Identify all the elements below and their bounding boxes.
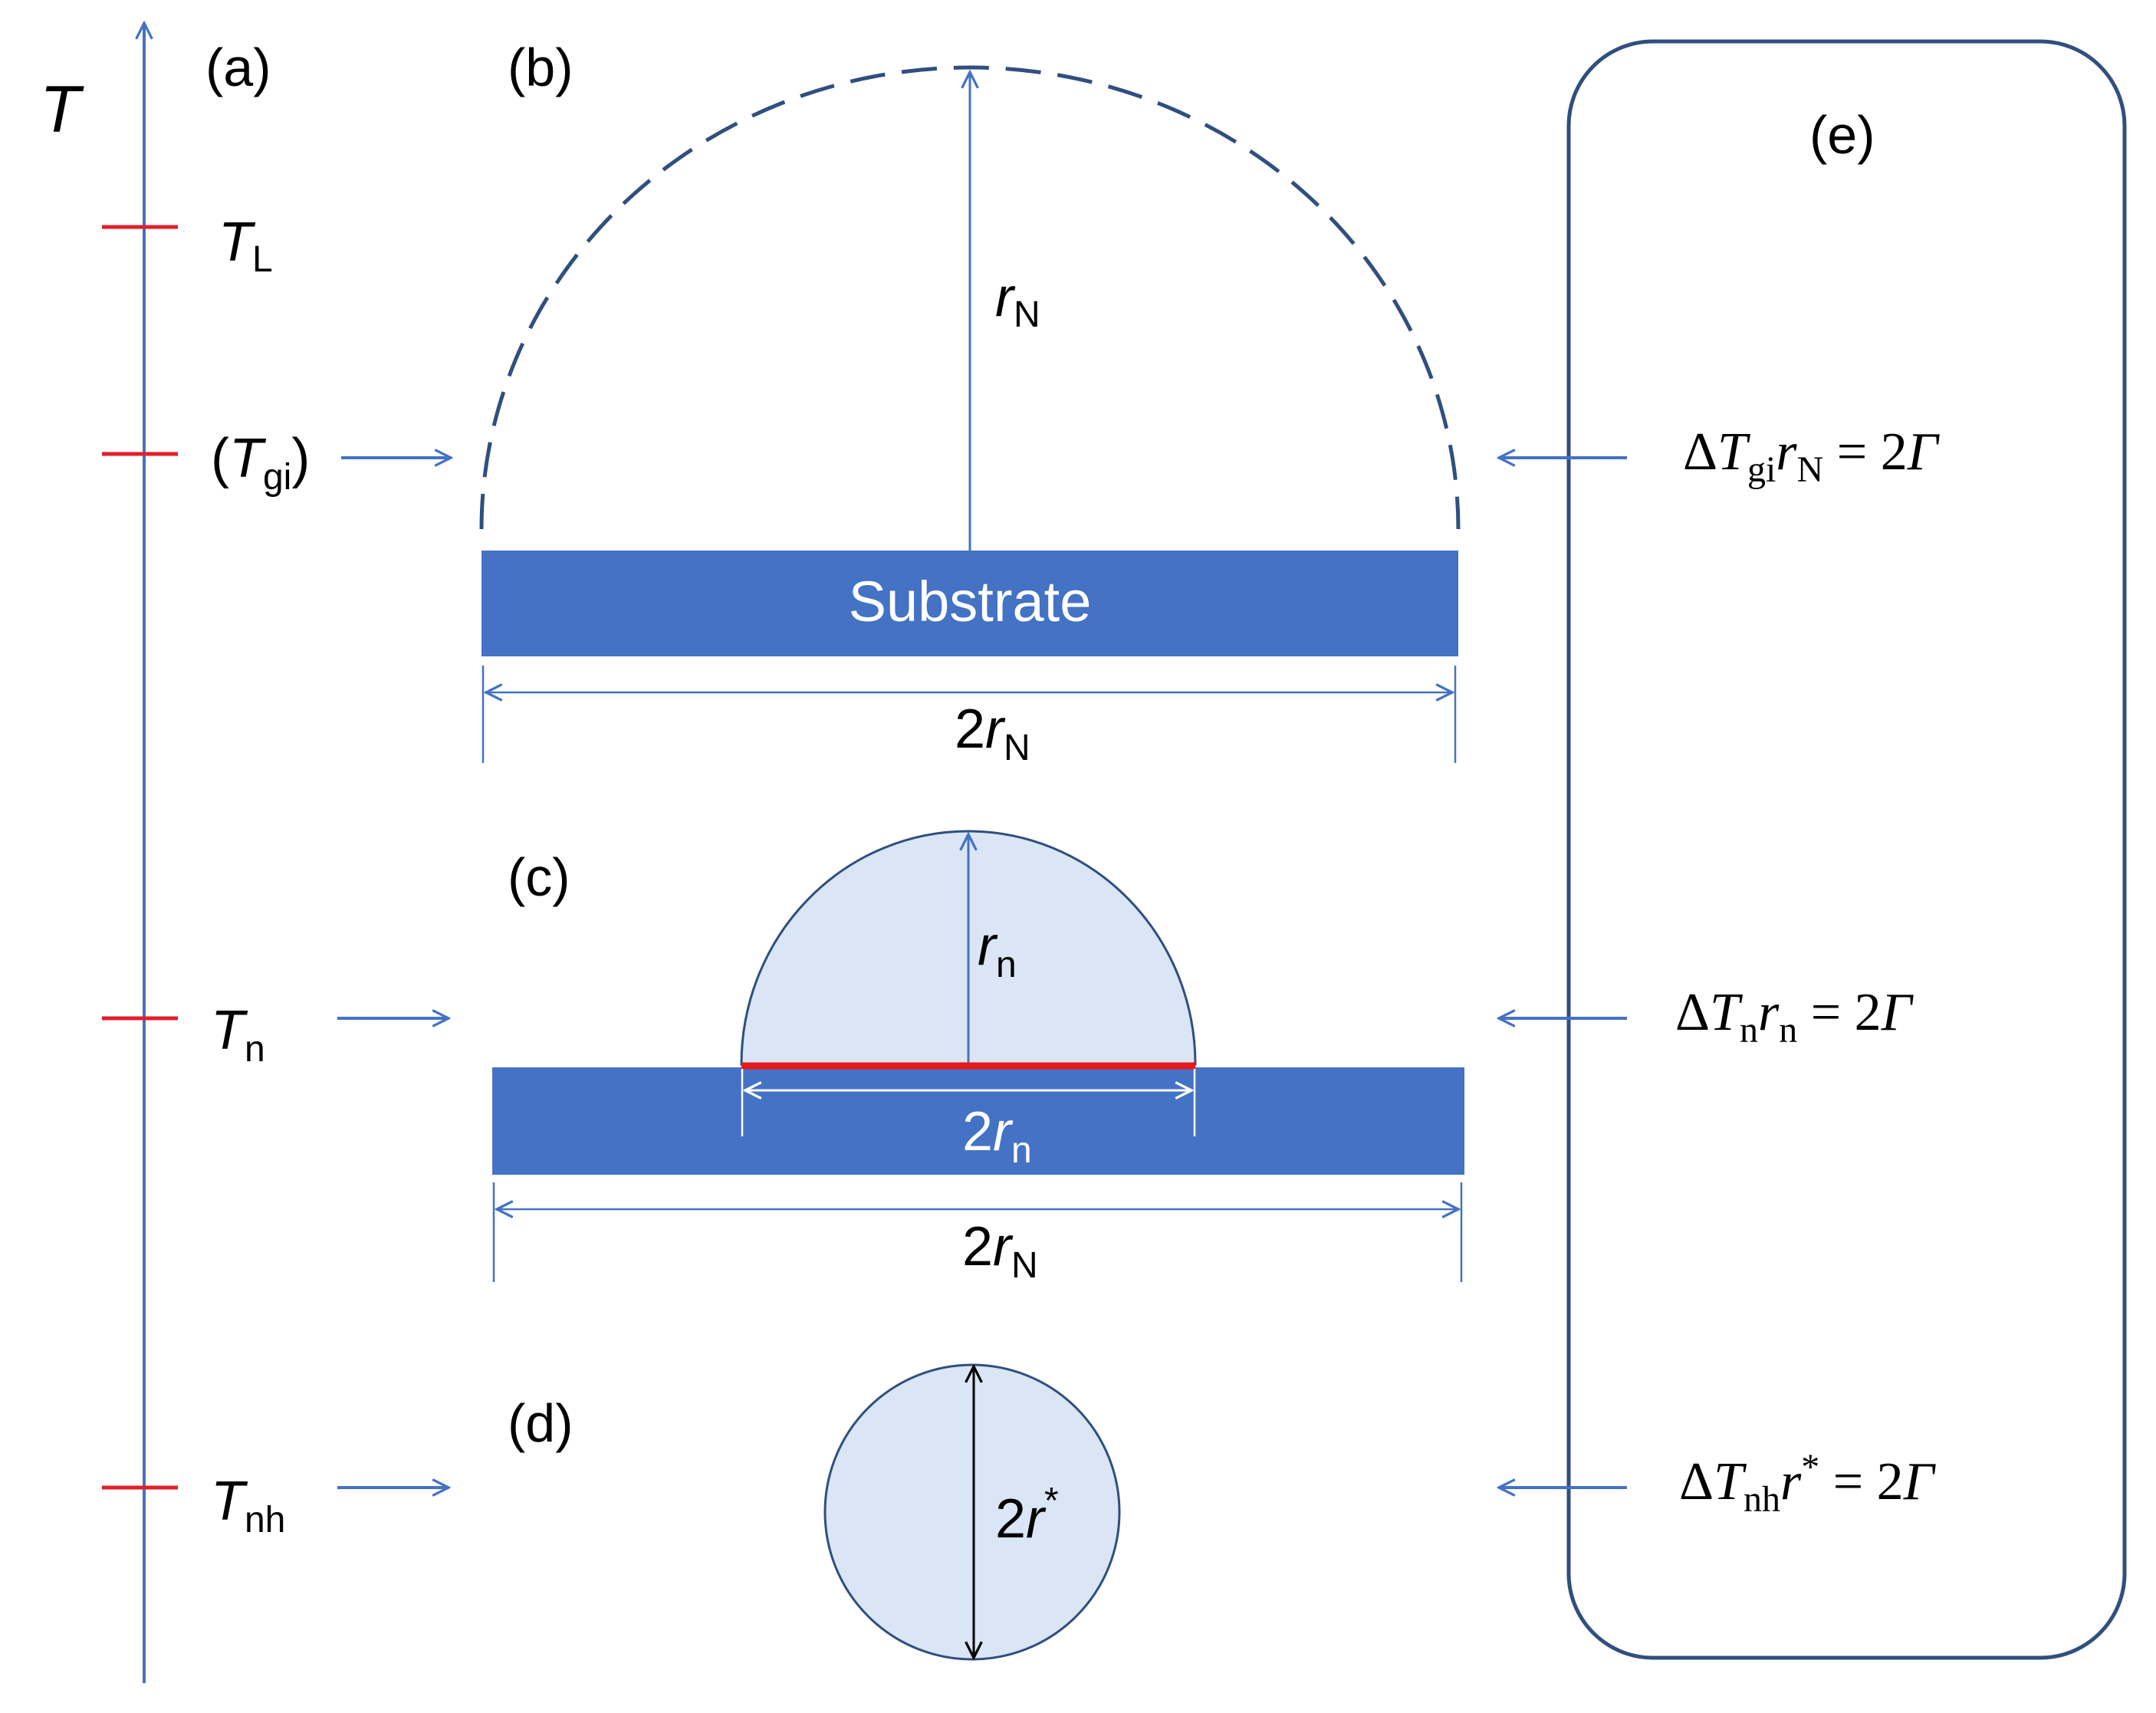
substrate-b — [481, 551, 1458, 656]
label-TL: TL — [219, 212, 273, 280]
axis-label-T: T — [40, 73, 84, 146]
label-2rn: 2rn — [962, 1101, 1032, 1171]
panel-label-d: (d) — [508, 1393, 574, 1453]
substrate-c — [492, 1067, 1464, 1175]
label-2rN-b: 2rN — [955, 699, 1030, 768]
substrate-label: Substrate — [849, 570, 1092, 633]
label-Tnh: Tnh — [211, 1471, 285, 1540]
panel-label-c: (c) — [508, 847, 570, 907]
equation-nh: ΔTnhr* = 2Γ — [1679, 1447, 1937, 1520]
label-Tn: Tn — [211, 1000, 265, 1070]
equation-n: ΔTnrn = 2Γ — [1675, 983, 1914, 1050]
panel-label-a: (a) — [205, 38, 271, 97]
label-2rstar: 2r* — [995, 1481, 1059, 1550]
panel-label-e: (e) — [1809, 105, 1875, 165]
critical-nucleus-dashed-outline — [479, 65, 1461, 530]
label-2rN-c: 2rN — [962, 1216, 1038, 1286]
label-rN: rN — [995, 267, 1040, 335]
equation-gi: ΔTgirN = 2Γ — [1683, 422, 1941, 490]
equations-box — [1566, 39, 2127, 1660]
homogeneous-nucleus — [823, 1363, 1121, 1661]
label-Tgi: (Tgi) — [211, 428, 310, 498]
panel-label-b: (b) — [508, 38, 574, 97]
label-rn: rn — [978, 916, 1017, 985]
